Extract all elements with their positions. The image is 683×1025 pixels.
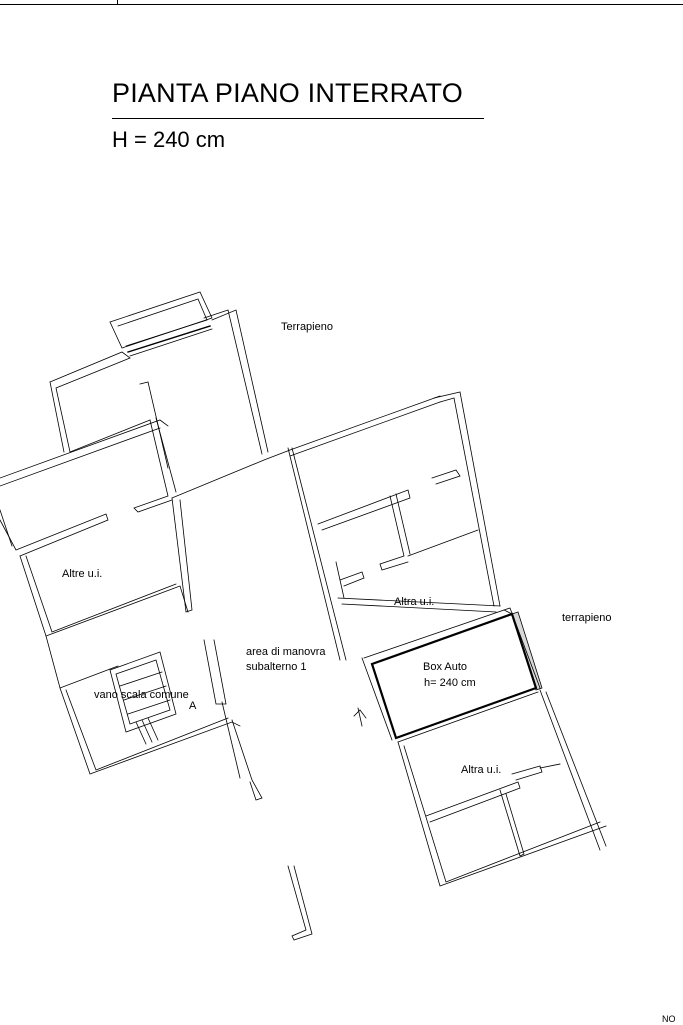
plan-title: PIANTA PIANO INTERRATO (112, 78, 463, 108)
corner-text: NO (662, 1014, 676, 1024)
top-border-line (0, 4, 683, 5)
label-box-height: h= 240 cm (424, 677, 476, 689)
label-box-auto: Box Auto (423, 661, 468, 673)
label-terrapieno-top: Terrapieno (281, 321, 333, 333)
label-vano-scala: vano scala comune (94, 689, 189, 701)
title-underline (112, 118, 484, 119)
plan-height-label: H = 240 cm (112, 127, 226, 152)
label-altre-ui: Altre u.i. (62, 568, 103, 580)
left-upper-walls (0, 309, 291, 513)
label-area-manovra: area di manovra (246, 646, 326, 658)
right-upper-walls (317, 469, 501, 613)
right-lower-walls (397, 689, 607, 887)
label-stair-mark: A (189, 700, 197, 712)
north-symbol (353, 707, 367, 727)
left-lower-walls (0, 497, 263, 801)
label-subalterno: subalterno 1 (246, 661, 307, 673)
top-block (109, 291, 213, 357)
label-altra-ui-lower: Altra u.i. (461, 764, 502, 776)
label-terrapieno-right: terrapieno (562, 612, 612, 624)
bottom-stub (287, 865, 313, 941)
box-auto-outline (361, 607, 543, 743)
central-dividers (287, 391, 501, 661)
top-border-tick (117, 0, 118, 5)
label-altra-ui-upper: Altra u.i. (394, 596, 435, 608)
stair-drawing (109, 651, 177, 745)
